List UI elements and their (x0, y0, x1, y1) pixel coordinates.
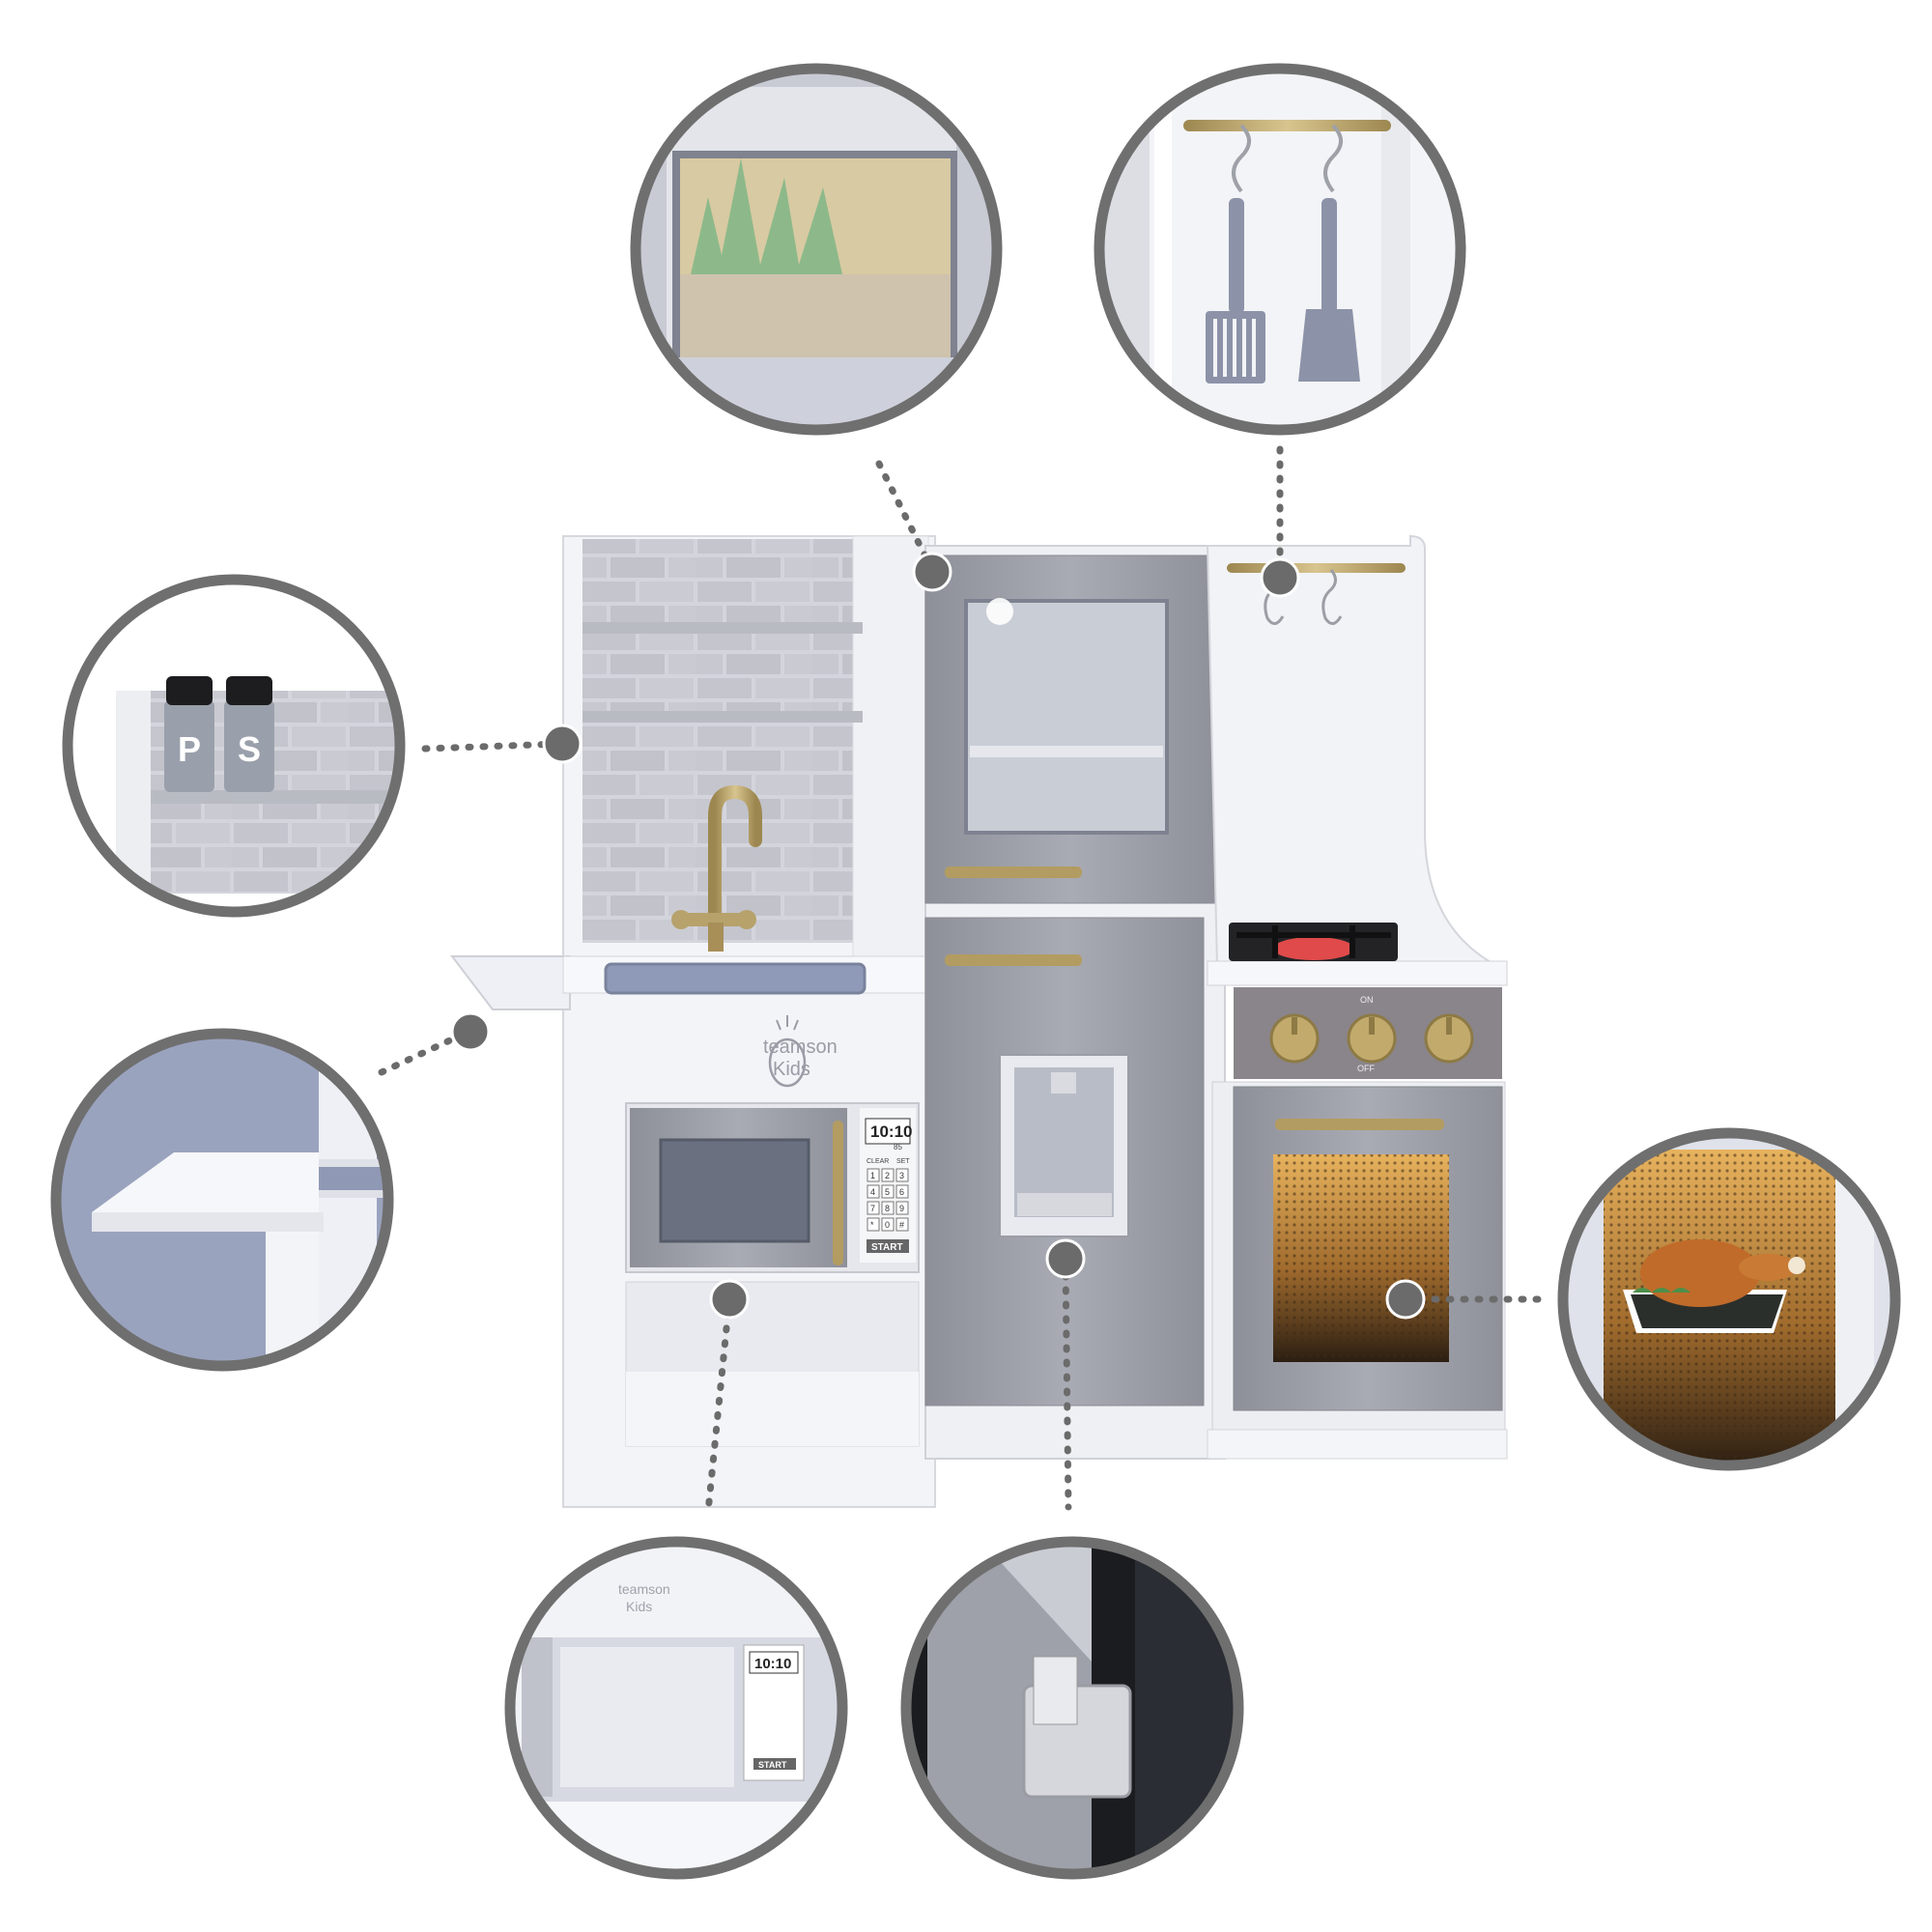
callout-spice-shelf: P S (62, 574, 406, 918)
callout-folding-shelf (50, 1028, 394, 1372)
stove-knob-middle[interactable] (1347, 1013, 1397, 1064)
keypad-button[interactable] (881, 1201, 895, 1215)
keypad-label: 0 (885, 1220, 890, 1230)
fridge-light (986, 598, 1013, 625)
sink-basin (604, 962, 867, 995)
connector-microwave (704, 1295, 733, 1516)
keypad-button[interactable] (881, 1217, 895, 1232)
keypad-label: 4 (870, 1187, 875, 1197)
callout-oven-turkey (1557, 1127, 1901, 1471)
brass-faucet (671, 784, 762, 952)
microwave-small-readout: 85 (894, 1143, 902, 1151)
keypad-button[interactable] (881, 1168, 895, 1182)
brand-chick-icon (768, 1015, 807, 1088)
spatula-slotted-icon (1206, 198, 1265, 384)
salt-jar-letter: S (238, 729, 261, 769)
upper-shelf (582, 622, 863, 634)
keypad-button[interactable] (895, 1201, 909, 1215)
fridge-lower-handle[interactable] (945, 954, 1082, 966)
callout-connectors (378, 445, 1554, 1516)
callout-brand-line2: Kids (626, 1599, 652, 1614)
keypad-label: 5 (885, 1187, 890, 1197)
stove-countertop (1207, 960, 1508, 986)
dot-fridge (915, 554, 950, 589)
fridge-inner-shelf (970, 746, 1163, 757)
lower-shelf (582, 711, 863, 723)
folding-side-shelf[interactable] (449, 955, 571, 1010)
callout-dots (453, 554, 1423, 1317)
keypad-button[interactable] (867, 1184, 880, 1199)
callout-water-dispenser (900, 1536, 1244, 1880)
callout-microwave-time: 10:10 (754, 1656, 791, 1672)
utensil-rack-frame (1206, 534, 1498, 967)
rack-hook-right (1321, 569, 1343, 625)
keypad-button[interactable] (881, 1184, 895, 1199)
oven-handle[interactable] (1275, 1119, 1444, 1130)
dot-oven (1388, 1282, 1423, 1317)
keypad-label: 9 (899, 1204, 904, 1213)
keypad-label: 8 (885, 1204, 890, 1213)
keypad-label: # (899, 1220, 904, 1230)
microwave-start-button[interactable] (867, 1239, 909, 1253)
callout-microwave-start: START (758, 1760, 787, 1770)
roast-turkey-icon (1623, 1239, 1805, 1333)
pepper-jar (164, 700, 214, 792)
dot-rack (1263, 560, 1297, 595)
fridge-upper-handle[interactable] (945, 867, 1082, 878)
stove-on-label: ON (1360, 995, 1374, 1005)
side-panel-right (852, 535, 929, 962)
microwave-time-display: 10:10 (870, 1122, 912, 1141)
connector-fridge (875, 460, 936, 574)
keypad-button[interactable] (895, 1217, 909, 1232)
stove-burner[interactable] (1229, 923, 1398, 961)
keypad-label: 3 (899, 1171, 904, 1180)
spatula-turner-icon (1298, 198, 1360, 382)
callout-brand-line1: teamson (618, 1581, 670, 1597)
keypad-label: 2 (885, 1171, 890, 1180)
water-dispenser[interactable] (999, 1054, 1129, 1237)
pepper-jar-letter: P (178, 729, 201, 769)
keypad-button[interactable] (895, 1168, 909, 1182)
stove-off-label: OFF (1357, 1064, 1375, 1073)
connector-shelf (421, 740, 566, 753)
microwave-start-label: START (871, 1242, 903, 1253)
keypad-label: 1 (870, 1171, 875, 1180)
microwave-set-button[interactable]: SET (896, 1158, 910, 1165)
keypad-button[interactable] (895, 1184, 909, 1199)
connector-dispenser (1062, 1257, 1072, 1511)
utensil-rail[interactable] (1227, 563, 1406, 573)
callout-hanging-utensils (1094, 63, 1466, 436)
keypad-label: 6 (899, 1187, 904, 1197)
microwave-handle[interactable] (833, 1121, 843, 1265)
salt-jar (224, 700, 274, 792)
dot-counter (453, 1014, 488, 1049)
keypad-label: * (870, 1220, 874, 1230)
callout-microwave-open: teamson Kids 10:10 START (504, 1536, 848, 1880)
dot-shelf (545, 726, 580, 761)
keypad-button[interactable] (867, 1168, 880, 1182)
stove-knob-right[interactable] (1424, 1013, 1474, 1064)
keypad-button[interactable] (867, 1217, 880, 1232)
keypad-button[interactable] (867, 1201, 880, 1215)
keypad-label: 7 (870, 1204, 875, 1213)
callout-fridge-interior (630, 63, 1003, 436)
dot-microwave (712, 1282, 747, 1317)
connector-counter (378, 1028, 472, 1076)
fridge-window (964, 599, 1169, 835)
stove-knob-left[interactable] (1269, 1013, 1320, 1064)
microwave-window (659, 1138, 810, 1243)
microwave-clear-button[interactable]: CLEAR (867, 1158, 889, 1165)
dot-dispenser (1048, 1241, 1083, 1276)
